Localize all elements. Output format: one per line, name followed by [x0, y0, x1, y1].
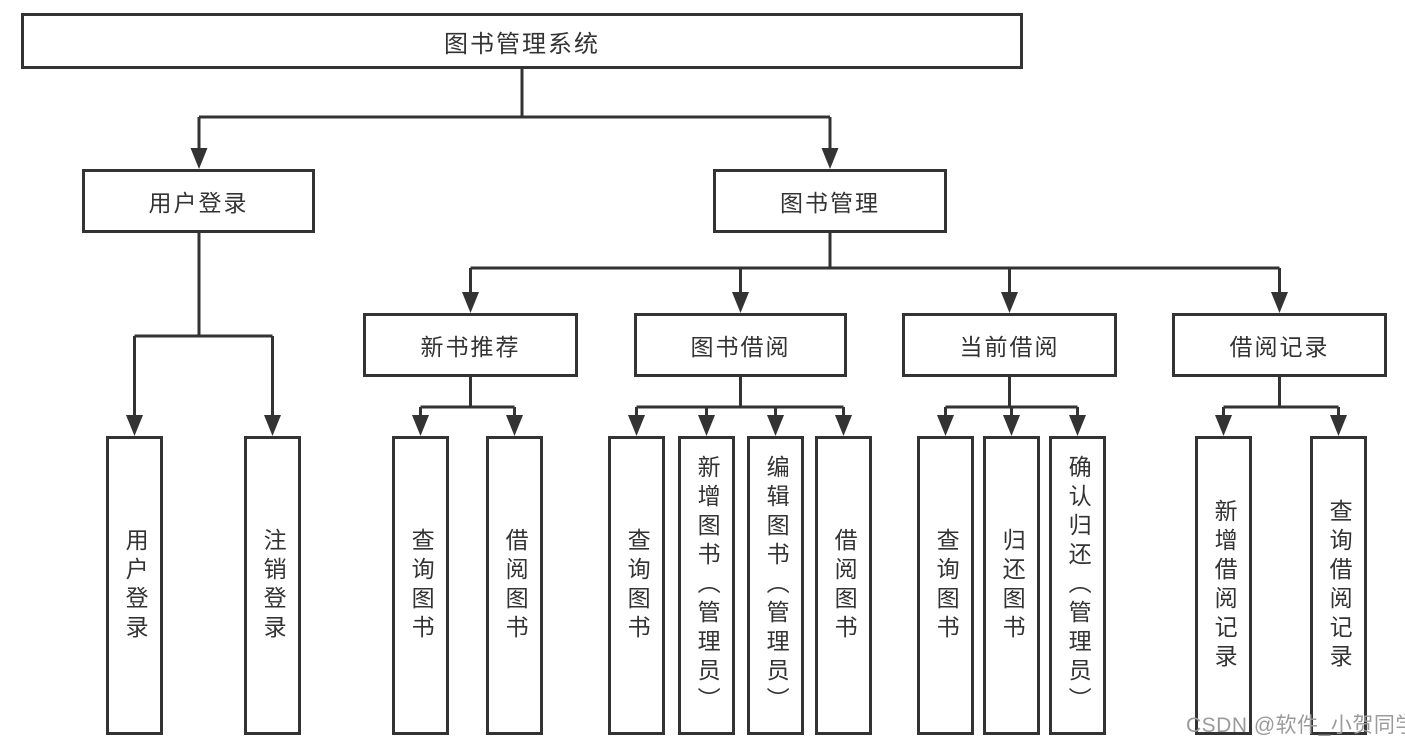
- watermark-text: CSDN @软件_小贺同学: [1186, 714, 1405, 737]
- arrow-down-icon: [190, 148, 208, 169]
- leaf-logout: 注销登录: [244, 436, 301, 735]
- node-root-system: 图书管理系统: [21, 13, 1023, 69]
- node-label: 图书管理: [780, 190, 880, 216]
- leaf-query-books-current: 查询图书: [917, 436, 974, 735]
- leaf-confirm-return-admin: 确认归还（管理员）: [1049, 436, 1106, 735]
- node-user-login: 用户登录: [82, 169, 315, 233]
- leaf-edit-book-admin: 编辑图书（管理员）: [747, 436, 804, 735]
- node-label: 用户登录: [148, 190, 249, 216]
- arrow-down-icon: [628, 415, 645, 436]
- node-book-management: 图书管理: [713, 169, 947, 233]
- arrow-down-icon: [1215, 415, 1232, 436]
- leaf-user-login: 用户登录: [106, 436, 163, 735]
- node-label: 编辑图书（管理员）: [763, 455, 790, 716]
- node-label: 新书推荐: [420, 334, 521, 360]
- node-label: 查询图书: [408, 527, 435, 644]
- node-label: 用户登录: [122, 527, 149, 644]
- arrow-down-icon: [1003, 415, 1020, 436]
- leaf-add-book-admin: 新增图书（管理员）: [678, 436, 735, 735]
- arrow-down-icon: [821, 148, 839, 169]
- arrow-down-icon: [937, 415, 954, 436]
- node-book-borrowing: 图书借阅: [634, 313, 847, 377]
- arrow-down-icon: [1001, 292, 1018, 313]
- node-label: 确认归还（管理员）: [1065, 455, 1092, 716]
- leaf-add-borrow-record: 新增借阅记录: [1195, 436, 1252, 735]
- node-label: 查询图书: [933, 527, 960, 644]
- node-label: 归还图书: [999, 527, 1026, 644]
- node-borrowing-records: 借阅记录: [1172, 313, 1387, 377]
- leaf-query-books-borrowing: 查询图书: [608, 436, 665, 735]
- arrow-down-icon: [506, 415, 523, 436]
- node-current-borrowing: 当前借阅: [902, 313, 1117, 377]
- arrow-down-icon: [1330, 415, 1347, 436]
- node-label: 查询借阅记录: [1326, 498, 1353, 673]
- arrow-down-icon: [698, 415, 715, 436]
- arrow-down-icon: [1069, 415, 1086, 436]
- node-label: 图书管理系统: [444, 30, 600, 58]
- connector-path: [133, 69, 1340, 418]
- node-label: 图书借阅: [690, 334, 791, 360]
- node-label: 查询图书: [624, 527, 651, 644]
- arrow-down-icon: [264, 415, 281, 436]
- arrow-down-icon: [462, 292, 479, 313]
- node-new-book-recommend: 新书推荐: [363, 313, 578, 377]
- leaf-return-book: 归还图书: [983, 436, 1040, 735]
- node-label: 借阅图书: [831, 527, 858, 644]
- leaf-borrow-books: 借阅图书: [815, 436, 872, 735]
- arrow-down-icon: [412, 415, 429, 436]
- node-label: 当前借阅: [959, 334, 1060, 360]
- node-label: 注销登录: [260, 527, 287, 644]
- arrow-down-icon: [835, 415, 852, 436]
- arrow-down-icon: [732, 292, 749, 313]
- node-label: 新增借阅记录: [1211, 498, 1238, 673]
- leaf-borrow-books-recommend: 借阅图书: [486, 436, 543, 735]
- leaf-query-books-recommend: 查询图书: [392, 436, 449, 735]
- node-label: 借阅记录: [1229, 334, 1330, 360]
- arrow-down-icon: [1271, 292, 1288, 313]
- node-label: 新增图书（管理员）: [694, 455, 721, 716]
- node-label: 借阅图书: [502, 527, 529, 644]
- leaf-query-borrow-record: 查询借阅记录: [1310, 436, 1367, 735]
- arrow-down-icon: [126, 415, 143, 436]
- arrow-down-icon: [767, 415, 784, 436]
